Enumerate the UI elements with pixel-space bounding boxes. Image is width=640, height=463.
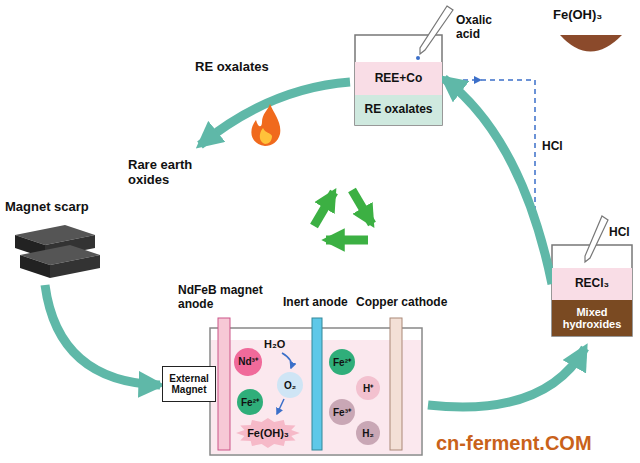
- text-label: Fe(OH)₃: [553, 8, 602, 23]
- ion-circle: Fe³⁺: [329, 399, 355, 425]
- pipette: [585, 216, 608, 262]
- text-label: Inert anode: [283, 296, 348, 310]
- pipette: [416, 6, 453, 60]
- reaction-arrow: [277, 399, 284, 414]
- flow-arrow: [200, 82, 350, 145]
- precipitate-layer: Mixed hydroxides: [552, 300, 632, 336]
- recycle-symbol: [314, 192, 334, 226]
- flow-arrow: [444, 79, 552, 285]
- node-text: Mixed hydroxides: [554, 306, 630, 330]
- copper-cathode: [390, 318, 402, 450]
- node-text: Fe(OH)₃: [247, 427, 289, 439]
- text-label: NdFeB magnet anode: [178, 284, 274, 312]
- ion-circle: H⁺: [356, 376, 380, 400]
- node-text: Fe²⁺: [241, 397, 259, 408]
- ion-circle: Fe²⁺: [329, 349, 355, 375]
- inert-anode: [312, 318, 322, 450]
- magnet-box: External Magnet: [162, 366, 216, 402]
- text-label: HCl: [609, 226, 630, 240]
- flame-icon: [260, 128, 272, 144]
- node-text: RE oxalates: [364, 103, 432, 116]
- recycle-symbol: [352, 190, 372, 224]
- node-text: External Magnet: [165, 373, 213, 395]
- flow-arrow: [428, 348, 585, 407]
- text-label: Copper cathode: [356, 296, 447, 310]
- text-label: HCl: [542, 140, 563, 154]
- reaction-arrow: [282, 353, 292, 368]
- watermark: cn-ferment.COM: [436, 432, 592, 455]
- node-text: H⁺: [363, 383, 373, 394]
- recycle-symbol: [326, 236, 368, 245]
- beaker: [355, 35, 442, 125]
- dashed-arrowhead: [474, 76, 482, 84]
- node-text: H₂: [362, 428, 374, 439]
- magnet-block: [15, 225, 100, 278]
- node-text: RECl₃: [575, 277, 609, 290]
- node-text: Fe²⁺: [333, 357, 351, 368]
- solution-layer: REE+Co: [355, 62, 442, 95]
- ion-circle: O₂: [277, 372, 303, 398]
- precipitate-bowl: [560, 35, 622, 52]
- beaker: [552, 245, 632, 336]
- solution-layer: RECl₃: [552, 268, 632, 300]
- node-text: O₂: [284, 380, 296, 391]
- precipitate-layer: RE oxalates: [355, 95, 442, 125]
- flame-icon: [251, 104, 280, 146]
- flow-arrow: [45, 285, 160, 385]
- text-label: Rare earth oxides: [128, 158, 206, 188]
- ion-circle: Nd³⁺: [234, 348, 262, 376]
- text-label: H₂O: [264, 338, 285, 351]
- ion-circle: H₂: [356, 421, 380, 445]
- node-text: Fe³⁺: [333, 407, 351, 418]
- node-text: Nd³⁺: [238, 356, 258, 367]
- precipitate-burst: Fe(OH)₃: [236, 418, 300, 448]
- text-label: RE oxalates: [195, 60, 269, 75]
- text-label: Magnet scarp: [5, 200, 89, 215]
- magnet-anode: [218, 318, 230, 450]
- node-text: REE+Co: [375, 72, 423, 85]
- text-label: Oxalic acid: [456, 14, 500, 42]
- ion-circle: Fe²⁺: [237, 389, 263, 415]
